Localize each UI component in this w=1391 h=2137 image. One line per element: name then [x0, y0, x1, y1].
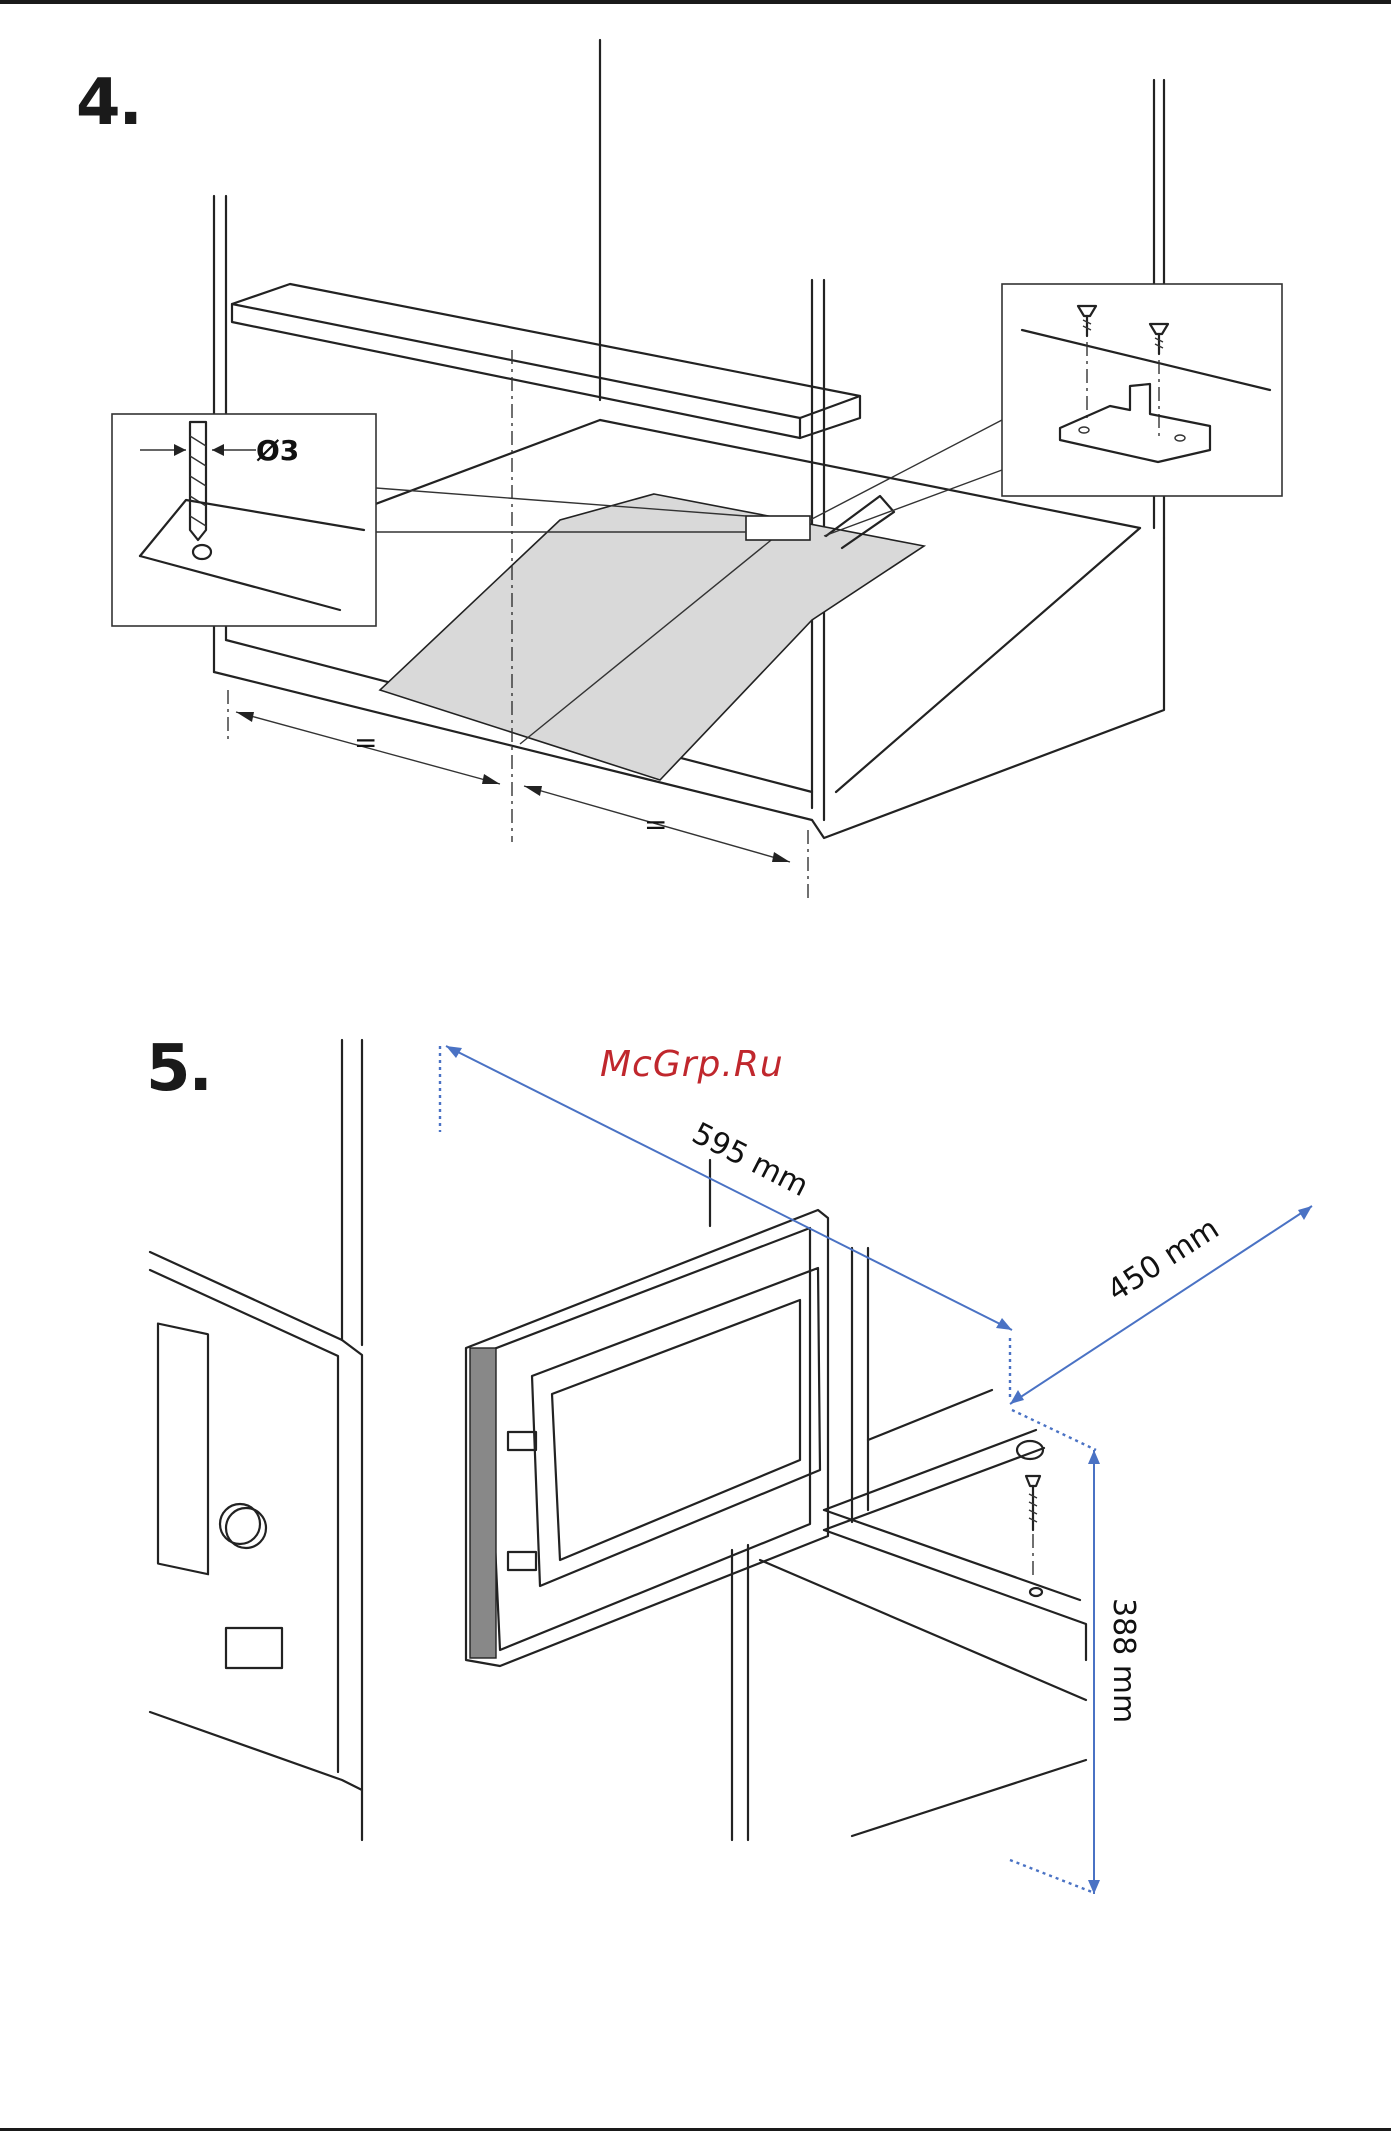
step-5-number: 5. [146, 1032, 211, 1106]
drill-diameter-label: Ø3 [256, 434, 299, 467]
screw-icon [1017, 1441, 1043, 1596]
mounting-template [380, 494, 924, 780]
bottom-rule [0, 2128, 1391, 2131]
adjacent-appliance [150, 1040, 362, 1840]
equal-label-right: = [644, 808, 667, 841]
watermark: McGrp.Ru [600, 1044, 784, 1085]
width-dimension-label: 595 mm [686, 1116, 813, 1204]
equal-label-left: = [354, 726, 377, 759]
microwave-door [466, 1210, 828, 1666]
step-4-diagram: = = Ø3 [0, 0, 1391, 960]
height-dimension-label: 388 mm [1106, 1598, 1141, 1723]
installation-niche [710, 1160, 1086, 1840]
dimension-lines [440, 1046, 1312, 1894]
depth-dimension-label: 450 mm [1101, 1211, 1225, 1309]
equal-spacing-dimension [236, 712, 790, 862]
